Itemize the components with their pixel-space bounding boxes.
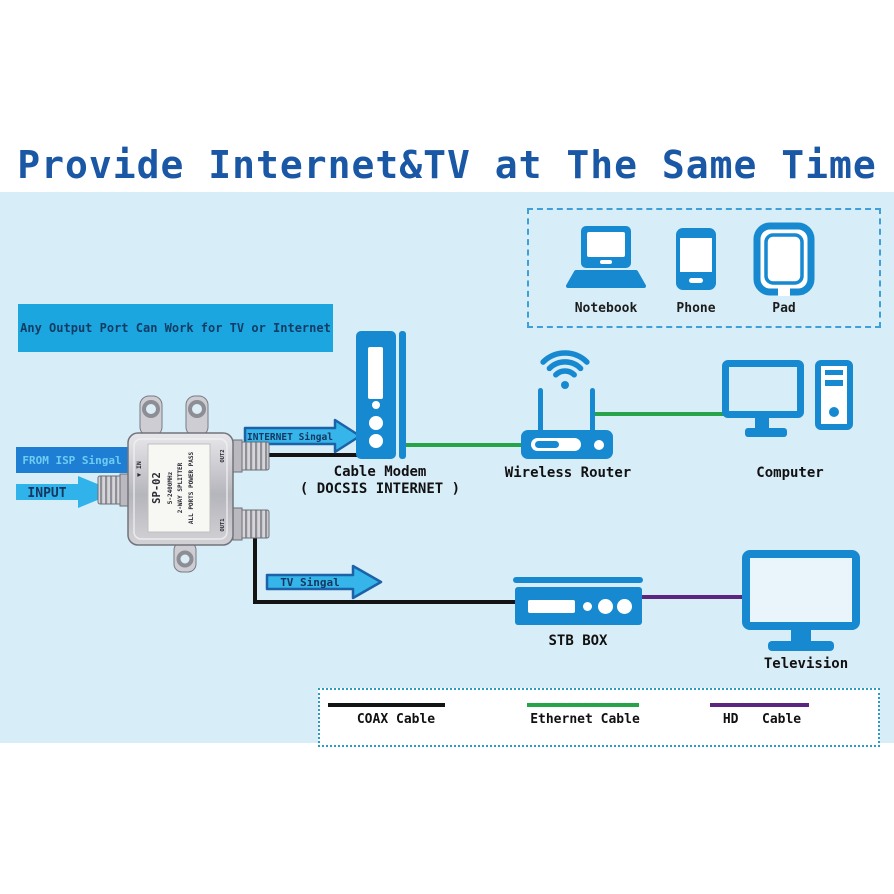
legend-coax-label: COAX Cable <box>356 712 436 727</box>
tv-signal-label: TV Singal <box>280 576 340 589</box>
cable-modem-label: Cable Modem <box>333 464 427 480</box>
phone-label: Phone <box>676 301 716 316</box>
input-arrow-label: INPUT <box>27 486 66 501</box>
legend-ethernet-label: Ethernet Cable <box>530 712 640 727</box>
splitter-ports <box>97 439 270 541</box>
splitter-mounting-ears <box>139 395 209 573</box>
splitter-kind: 2-WAY SPLITTER <box>177 462 184 513</box>
client-devices-box <box>527 208 881 328</box>
stb-top-bar <box>513 577 643 583</box>
legend-hd-swatch <box>710 703 809 707</box>
stb-button-2 <box>598 599 613 614</box>
splitter-model: SP-02 <box>151 472 163 504</box>
tv-signal-arrow: TV Singal <box>265 564 383 600</box>
input-arrow: INPUT <box>16 476 117 508</box>
cable-modem-sublabel: ( DOCSIS INTERNET ) <box>299 481 461 497</box>
router-antenna-right <box>590 388 595 434</box>
television-icon <box>742 550 860 630</box>
hd-cable-line <box>641 595 743 599</box>
from-isp-label: FROM ISP Singal <box>16 447 128 473</box>
cable-modem-stand <box>399 331 406 459</box>
coax-cable-line-modem <box>260 453 358 457</box>
computer-tower-button <box>829 407 839 417</box>
cable-modem-led-1 <box>372 401 380 409</box>
computer-monitor-neck <box>755 418 769 430</box>
page-title: Provide Internet&TV at The Same Time <box>17 143 877 187</box>
ethernet-cable-line-1 <box>404 443 523 447</box>
ethernet-cable-line-2 <box>594 412 724 416</box>
router-antenna-left <box>538 388 543 434</box>
computer-tower-slot-2 <box>825 380 843 386</box>
router-led <box>594 440 604 450</box>
router-slot-pill <box>535 441 559 448</box>
wifi-icon <box>540 350 590 389</box>
legend-hd-label: HD Cable <box>722 712 802 727</box>
splitter-frequency: 5-2400MHz <box>167 471 174 504</box>
cable-modem-led-2 <box>369 416 383 430</box>
cable-modem-vent <box>368 347 383 399</box>
notebook-label: Notebook <box>574 301 638 316</box>
pad-label: Pad <box>772 301 796 316</box>
stb-display <box>528 600 575 613</box>
legend-box: COAX Cable Ethernet Cable HD Cable <box>318 688 880 747</box>
phone-icon <box>676 228 716 290</box>
television-neck <box>791 630 811 643</box>
coax-cable-line-tv-3 <box>253 600 516 604</box>
splitter-device: ▼ IN SP-02 5-2400MHz 2-WAY SPLITTER ALL … <box>97 395 270 573</box>
splitter-out1-mark: OUT1 <box>220 518 226 532</box>
internet-signal-label: INTERNET Singal <box>247 431 333 443</box>
computer-tower-slot-1 <box>825 370 843 375</box>
notebook-icon <box>566 226 646 288</box>
legend-coax-swatch <box>328 703 445 707</box>
computer-label: Computer <box>756 465 824 481</box>
computer-monitor-icon <box>722 360 804 418</box>
internet-signal-arrow: INTERNET Singal <box>243 418 362 454</box>
cable-modem-led-3 <box>369 434 383 448</box>
banner: Any Output Port Can Work for TV or Inter… <box>18 304 333 352</box>
splitter-spec-label <box>147 443 211 533</box>
stb-button-1 <box>583 602 592 611</box>
splitter-in-mark: ▼ IN <box>135 461 143 477</box>
television-label: Television <box>763 656 849 672</box>
stb-button-3 <box>617 599 632 614</box>
legend-ethernet-swatch <box>527 703 639 707</box>
splitter-out2-mark: OUT2 <box>220 449 226 462</box>
coax-cable-line-tv-2 <box>253 517 257 604</box>
splitter-power-pass: ALL PORTS POWER PASS <box>188 451 195 524</box>
stb-label: STB BOX <box>548 633 608 649</box>
pad-icon <box>753 222 815 296</box>
television-base <box>768 641 834 651</box>
wireless-router-label: Wireless Router <box>504 465 632 481</box>
computer-monitor-base <box>745 428 787 437</box>
